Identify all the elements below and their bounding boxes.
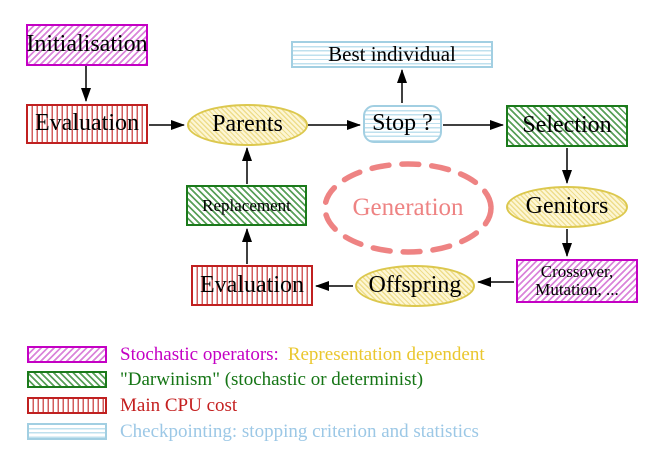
legend-text-cpu-cost: Main CPU cost: [120, 395, 238, 416]
legend-text-checkpointing: Checkpointing: stopping criterion and st…: [120, 421, 479, 442]
node-initialisation: Initialisation: [26, 24, 148, 66]
legend-swatch-cpu-cost: [27, 397, 107, 414]
legend-swatch-darwinism: [27, 371, 107, 388]
node-evaluation-bottom: Evaluation: [191, 265, 313, 306]
node-parents: Parents: [187, 104, 308, 146]
node-stop: Stop ?: [363, 105, 442, 143]
node-offspring: Offspring: [355, 265, 475, 307]
legend-label-stochastic: Stochastic operators:: [120, 344, 279, 365]
node-crossover-mutation: Crossover, Mutation, ...: [516, 259, 638, 303]
node-genitors: Genitors: [506, 186, 628, 228]
node-evaluation-top: Evaluation: [26, 104, 148, 144]
legend-text-stochastic-operators: Stochastic operators: Representation depe…: [120, 344, 485, 366]
crossover-line1: Crossover,: [540, 262, 614, 282]
node-selection: Selection: [506, 105, 628, 147]
legend-swatch-stochastic-operators: [27, 346, 107, 363]
crossover-line2: Mutation, ...: [535, 280, 619, 299]
legend-text-darwinism: "Darwinism" (stochastic or determinist): [120, 369, 424, 390]
generation-label: Generation: [352, 194, 464, 221]
legend-swatch-checkpointing: [27, 423, 107, 440]
legend-label-representation: Representation dependent: [287, 344, 485, 365]
node-replacement: Replacement: [186, 185, 307, 226]
node-best-individual: Best individual: [291, 41, 493, 68]
